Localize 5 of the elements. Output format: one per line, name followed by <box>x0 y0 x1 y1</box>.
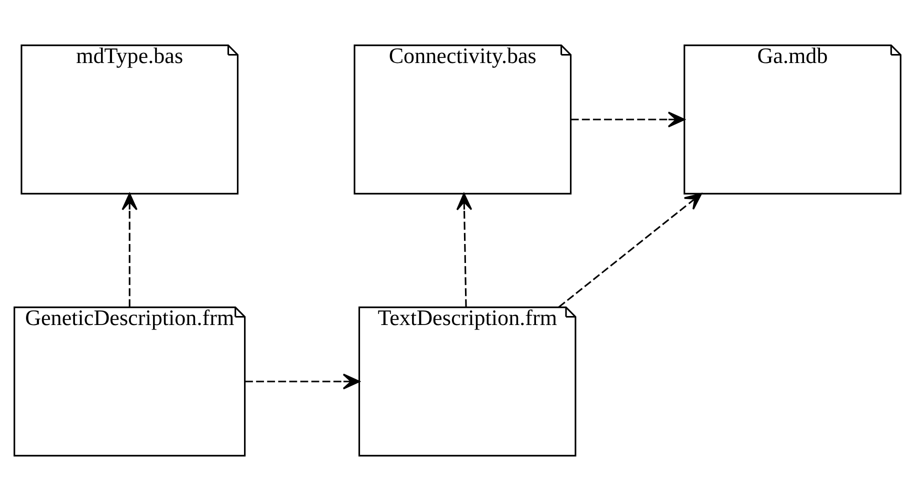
arrow <box>245 373 360 389</box>
arrow <box>558 192 702 308</box>
arrow <box>570 111 686 127</box>
arrow <box>456 192 472 307</box>
arrow <box>122 192 138 307</box>
